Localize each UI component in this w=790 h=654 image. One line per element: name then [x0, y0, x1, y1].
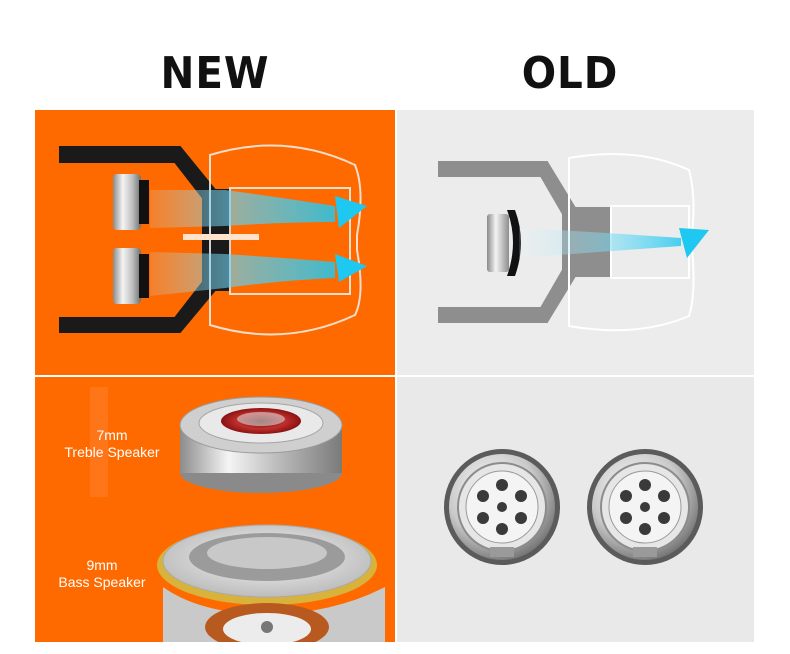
old-single-driver-diagram — [438, 153, 709, 332]
new-cross-section-panel — [35, 110, 395, 375]
bass-speaker-label: 9mm Bass Speaker — [47, 557, 157, 591]
old-cross-section-panel — [397, 110, 754, 375]
treble-size-text: 7mm — [96, 427, 128, 443]
old-speaker-left — [444, 449, 560, 565]
new-speaker-drivers-illustration — [90, 387, 385, 642]
old-heading: OLD — [521, 48, 619, 99]
treble-speaker-label: 7mm Treble Speaker — [57, 427, 167, 461]
bass-size-text: 9mm — [86, 557, 118, 573]
old-speaker-drivers-illustration — [444, 449, 703, 565]
new-heading: NEW — [160, 48, 270, 99]
treble-name-text: Treble Speaker — [64, 444, 160, 460]
old-speaker-right — [587, 449, 703, 565]
old-speakers-panel — [397, 377, 754, 642]
new-dual-driver-diagram — [59, 144, 367, 336]
bass-name-text: Bass Speaker — [58, 574, 146, 590]
new-speakers-panel: 7mm Treble Speaker 9mm Bass Speaker — [35, 377, 395, 642]
